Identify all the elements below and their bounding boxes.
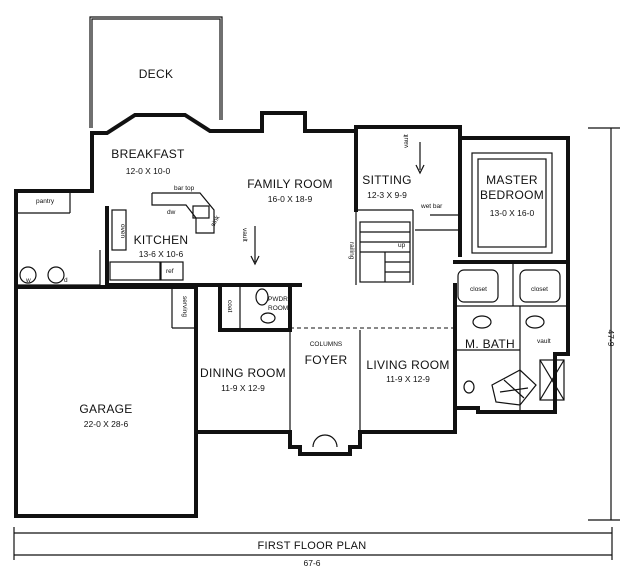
ref-note: ref xyxy=(166,268,174,275)
washer-note: w xyxy=(25,277,31,284)
garage-label: GARAGE xyxy=(79,402,132,416)
closet-left-note: closet xyxy=(470,286,487,293)
powder-room-note: PWDR xyxy=(268,296,288,303)
sink-note: sink xyxy=(210,214,222,228)
closet-right-note: closet xyxy=(531,286,548,293)
sitting-size: 12-3 X 9-9 xyxy=(367,190,407,200)
family-vault-note: vault xyxy=(241,228,248,242)
foyer-label: FOYER xyxy=(305,353,348,367)
master-bedroom-label: MASTER xyxy=(486,173,538,187)
vault-arrows xyxy=(250,142,425,266)
family-room-label: FAMILY ROOM xyxy=(247,177,333,191)
dishwasher-note: dw xyxy=(167,209,176,216)
master-bedroom-size: 13-0 X 16-0 xyxy=(490,208,535,218)
overall-width: 67-6 xyxy=(303,558,320,568)
living-room-label: LIVING ROOM xyxy=(366,358,449,372)
powder-room-note-2: ROOM xyxy=(268,305,288,312)
breakfast-label: BREAKFAST xyxy=(111,147,185,161)
plan-title: FIRST FLOOR PLAN xyxy=(257,540,366,552)
kitchen-counters xyxy=(109,192,215,281)
wet-bar-note: wet bar xyxy=(420,203,443,210)
sitting-vault-note: vault xyxy=(403,134,410,148)
deck xyxy=(89,16,223,128)
overall-depth: 47-9 xyxy=(606,329,616,346)
coat-note: coat xyxy=(226,300,233,312)
front-door xyxy=(312,434,338,448)
family-room-size: 16-0 X 18-9 xyxy=(268,194,313,204)
kitchen-size: 13-6 X 10-6 xyxy=(139,249,184,259)
serving-note: serving xyxy=(181,296,188,317)
tray-ceiling xyxy=(471,152,553,254)
bath-vault-note: vault xyxy=(537,338,551,345)
sitting-label: SITTING xyxy=(362,173,411,187)
dimension-lines xyxy=(13,127,620,560)
railing-note: railing xyxy=(348,242,355,260)
bar-top-note: bar top xyxy=(174,185,195,192)
fixtures xyxy=(19,266,565,406)
interior-walls xyxy=(14,129,570,434)
garage-size: 22-0 X 28-6 xyxy=(84,419,129,429)
breakfast-size: 12-0 X 10-0 xyxy=(126,166,171,176)
deck-label: DECK xyxy=(139,67,174,81)
master-bedroom-label-2: BEDROOM xyxy=(480,188,544,202)
pantry-note: pantry xyxy=(36,198,55,205)
dining-room-label: DINING ROOM xyxy=(200,366,286,380)
oven-note: oven xyxy=(119,224,126,238)
columns-note: COLUMNS xyxy=(310,341,343,348)
dryer-note: d xyxy=(64,277,68,284)
master-bath-label: M. BATH xyxy=(465,337,515,351)
dining-room-size: 11-9 X 12-9 xyxy=(221,383,265,393)
living-room-size: 11-9 X 12-9 xyxy=(386,374,430,384)
kitchen-label: KITCHEN xyxy=(134,233,189,247)
stair-up-note: up xyxy=(398,242,406,249)
